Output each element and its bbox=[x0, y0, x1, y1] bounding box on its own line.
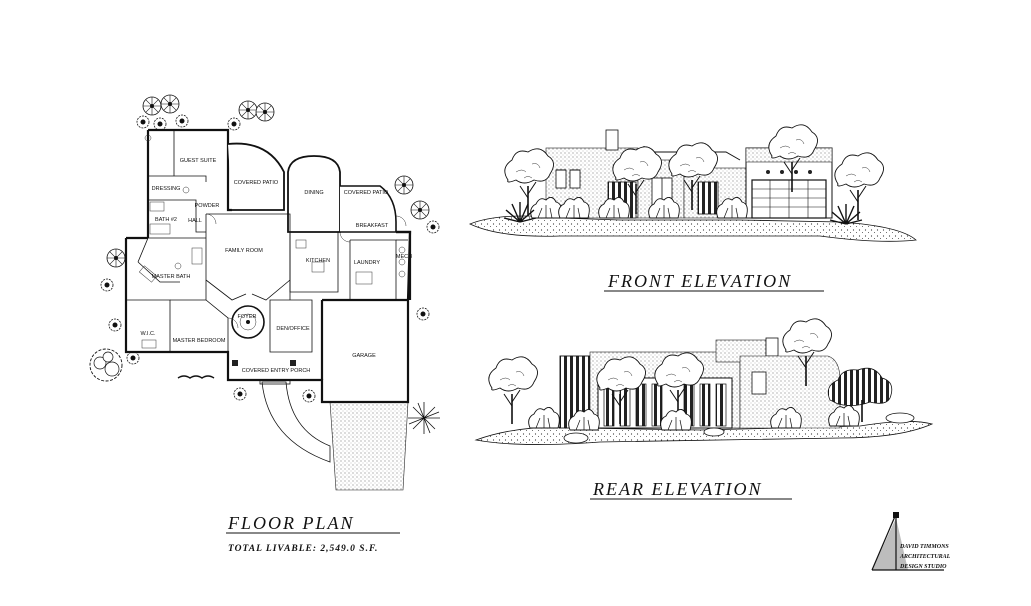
driveway bbox=[329, 401, 409, 491]
room-label-covered-patio-right: COVERED PATIO bbox=[344, 190, 389, 196]
room-label-covered-patio: COVERED PATIO bbox=[234, 180, 279, 186]
floor-plan-subtitle: TOTAL LIVABLE: 2,549.0 S.F. bbox=[228, 544, 378, 554]
plan-partitions bbox=[125, 130, 408, 385]
front-elevation-title: FRONT ELEVATION bbox=[607, 271, 792, 291]
floor-plan: GUEST SUITE COVERED PATIO DINING COVERED… bbox=[89, 94, 440, 554]
plan-landscaping bbox=[89, 94, 440, 434]
room-label-covered-entry-porch: COVERED ENTRY PORCH bbox=[242, 368, 311, 374]
room-label-master-bedroom: MASTER BEDROOM bbox=[173, 338, 226, 344]
triangle-pen-icon bbox=[871, 512, 944, 571]
room-label-powder: POWDER bbox=[195, 203, 220, 209]
logo-line-2: ARCHITECTURAL bbox=[899, 554, 951, 560]
room-labels: GUEST SUITE COVERED PATIO DINING COVERED… bbox=[141, 158, 413, 374]
room-label-garage: GARAGE bbox=[352, 353, 376, 359]
plan-walls bbox=[124, 128, 412, 404]
entry-walk bbox=[261, 381, 331, 463]
rear-elevation-title: REAR ELEVATION bbox=[592, 479, 762, 499]
room-label-dining: DINING bbox=[304, 190, 323, 196]
room-label-bath-2: BATH #2 bbox=[155, 217, 177, 223]
room-label-den-office: DEN/OFFICE bbox=[276, 326, 310, 332]
room-label-mech: MECH bbox=[396, 254, 412, 260]
studio-logo: DAVID TIMMONS ARCHITECTURAL DESIGN STUDI… bbox=[871, 512, 951, 571]
room-label-laundry: LAUNDRY bbox=[354, 260, 381, 266]
room-label-hall: HALL bbox=[188, 218, 202, 224]
room-label-dressing: DRESSING bbox=[152, 186, 181, 192]
room-label-guest-suite: GUEST SUITE bbox=[180, 158, 217, 164]
room-label-wic: W.I.C. bbox=[141, 331, 156, 337]
room-label-foyer: FOYER bbox=[238, 314, 257, 320]
room-label-breakfast: BREAKFAST bbox=[356, 223, 389, 229]
floor-plan-title: FLOOR PLAN bbox=[227, 513, 355, 533]
front-ground bbox=[468, 215, 917, 242]
rear-elevation: REAR ELEVATION bbox=[474, 317, 934, 500]
front-elevation: FRONT ELEVATION bbox=[468, 124, 917, 292]
logo-line-1: DAVID TIMMONS bbox=[899, 544, 949, 550]
room-label-master-bath: MASTER BATH bbox=[152, 274, 191, 280]
room-label-family-room: FAMILY ROOM bbox=[225, 248, 263, 254]
logo-line-3: DESIGN STUDIO bbox=[899, 564, 947, 570]
room-label-kitchen: KITCHEN bbox=[306, 258, 330, 264]
